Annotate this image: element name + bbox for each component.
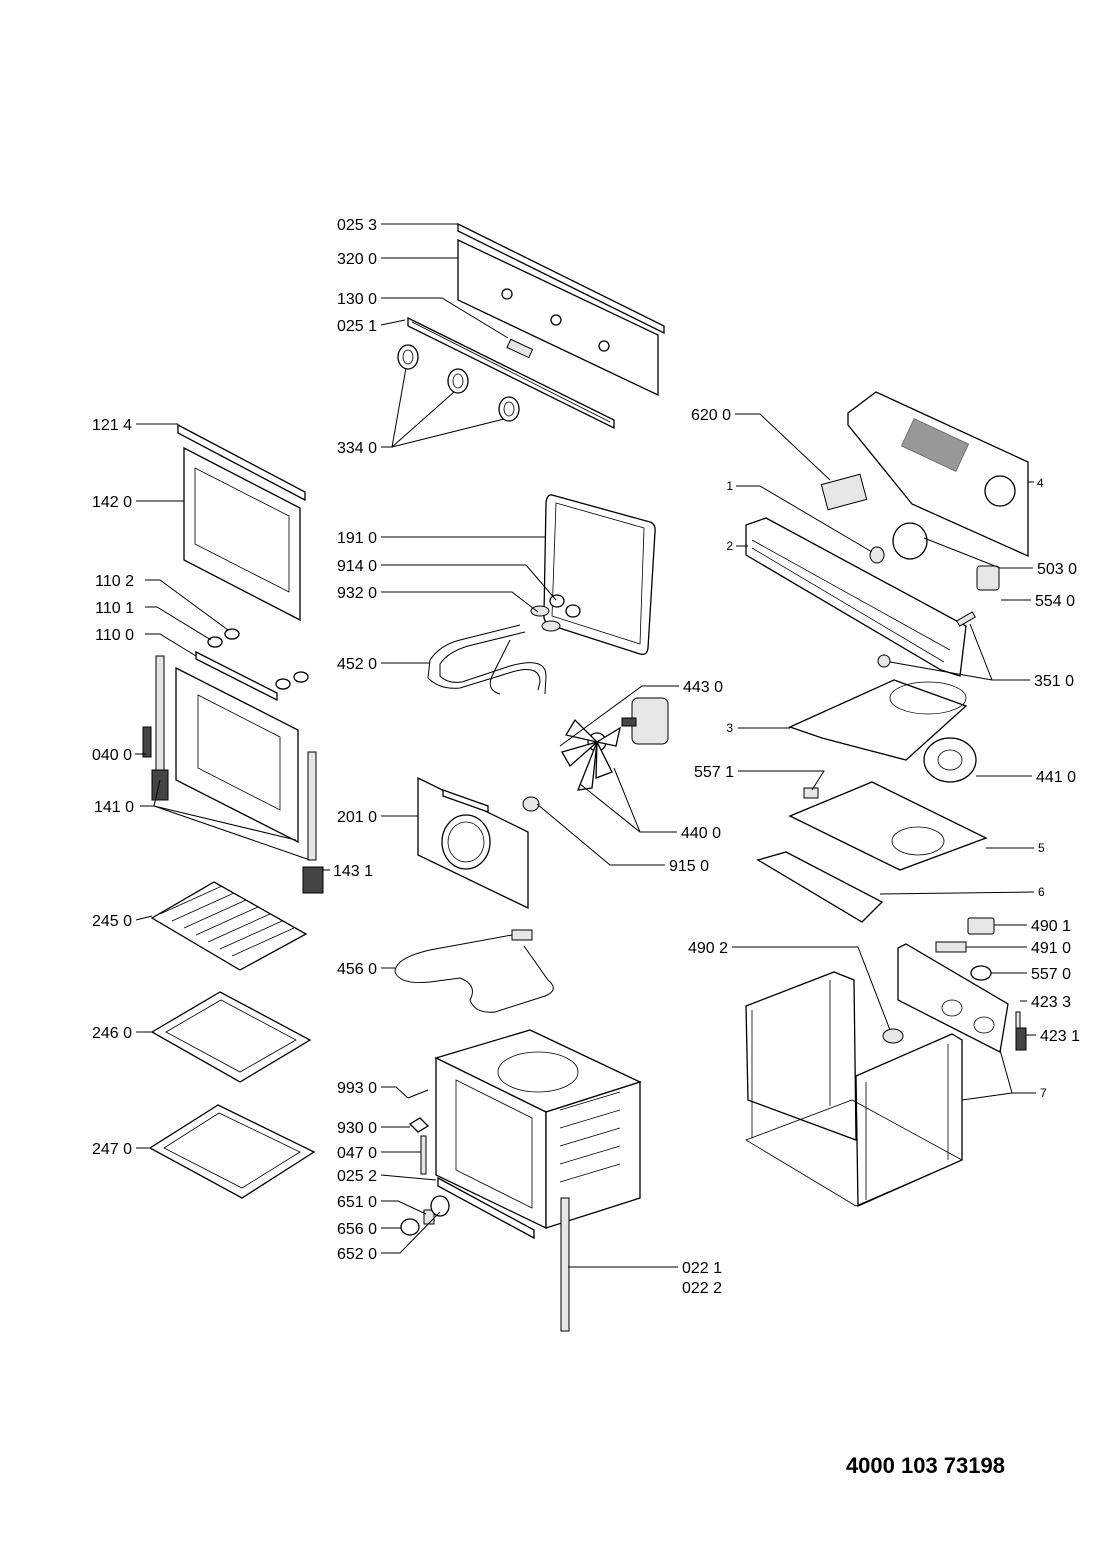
callout-9140: 914 0 [337,558,377,575]
callout-9930: 993 0 [337,1080,377,1097]
control-knob-icon [498,396,520,422]
oven-door-icon [183,446,301,622]
callout-0251: 025 1 [337,318,377,335]
control-knob-icon [447,368,469,394]
callout-5030: 503 0 [1037,561,1077,578]
callout-1100: 110 0 [95,627,134,644]
callout-4400: 440 0 [681,825,721,842]
callout-3340: 334 0 [337,440,377,457]
callout-1: 1 [726,479,733,493]
callout-4560: 456 0 [337,961,377,978]
callout-9300: 930 0 [337,1120,377,1137]
callout-1431: 143 1 [333,863,373,880]
callout-4233: 423 3 [1031,994,1071,1011]
callout-5: 5 [1038,841,1045,855]
callout-4902: 490 2 [688,940,728,957]
callout-6200: 620 0 [691,407,731,424]
callout-2010: 201 0 [337,809,377,826]
callout-3: 3 [726,721,733,735]
control-panel-group [397,222,665,430]
oven-cavity [434,1029,642,1240]
callout-3200: 320 0 [337,251,377,268]
callout-6510: 651 0 [337,1194,377,1211]
callout-0470: 047 0 [337,1145,377,1162]
callout-4231: 423 1 [1040,1028,1080,1045]
door-group [142,423,324,894]
outer-cabinet [745,917,1027,1207]
heating-element-icon [427,624,547,695]
callout-4901: 490 1 [1031,918,1071,935]
control-knob-icon [397,344,419,370]
callout-5571: 557 1 [694,764,734,781]
callout-5570: 557 0 [1031,966,1071,983]
cooling-assembly [745,391,1029,923]
callout-0222: 022 2 [682,1280,722,1297]
callout-0221: 022 1 [682,1260,722,1277]
callout-4910: 491 0 [1031,940,1071,957]
callout-4430: 443 0 [683,679,723,696]
callout-1102: 110 2 [95,573,134,590]
callout-1214: 121 4 [92,417,132,434]
callout-1410: 141 0 [94,799,134,816]
callout-9320: 932 0 [337,585,377,602]
wire-rack-icon [150,881,308,971]
callout-0400: 040 0 [92,747,132,764]
callout-4: 4 [1037,476,1044,490]
document-number: 4000 103 73198 [846,1453,1005,1478]
baking-tray-icon [148,1104,316,1199]
callout-9150: 915 0 [669,858,709,875]
callout-2460: 246 0 [92,1025,132,1042]
callout-0252: 025 2 [337,1168,377,1185]
callout-4410: 441 0 [1036,769,1076,786]
callout-0253: 025 3 [337,217,377,234]
callout-2450: 245 0 [92,913,132,930]
callout-6520: 652 0 [337,1246,377,1263]
callout-4520: 452 0 [337,656,377,673]
callout-1101: 110 1 [95,600,134,617]
callout-2470: 247 0 [92,1141,132,1158]
callout-5540: 554 0 [1035,593,1075,610]
callout-1910: 191 0 [337,530,377,547]
callout-1300: 130 0 [337,291,377,308]
callout-6560: 656 0 [337,1221,377,1238]
callout-leaders [135,223,1036,1268]
callout-labels: 025 3 320 0 130 0 025 1 334 0 121 4 142 … [92,217,1080,1297]
callout-2: 2 [726,539,733,553]
callout-1420: 142 0 [92,494,132,511]
fan-blade-icon [561,718,621,791]
callout-6: 6 [1038,885,1045,899]
callout-7: 7 [1040,1086,1047,1100]
heating-element-icon [394,929,554,1013]
baking-tray-icon [150,991,312,1083]
callout-3510: 351 0 [1034,673,1074,690]
